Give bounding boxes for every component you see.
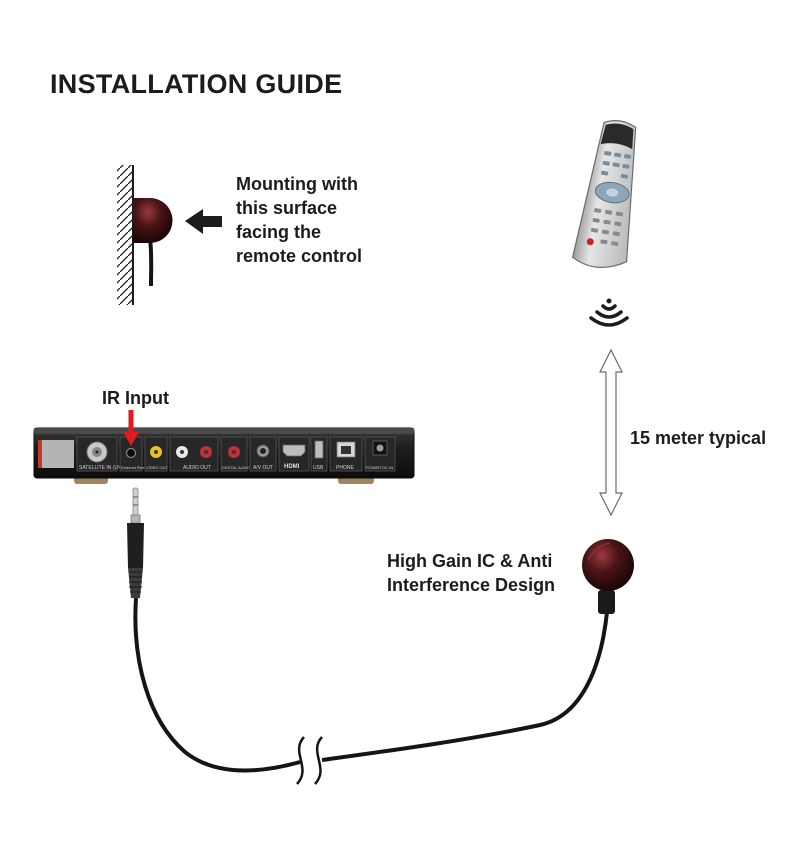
receiver-note-line-2: Interference Design (387, 575, 556, 595)
port-label-hdmi: HDMI (284, 464, 300, 470)
receiver-note: High Gain IC & Anti Interference Design (387, 549, 555, 597)
ir-input-label: IR Input (102, 388, 169, 408)
ir-cable-plug (127, 487, 144, 598)
mounted-sensor (133, 198, 173, 243)
distance-arrow-icon (599, 348, 623, 517)
port-label-audio: AUDIO OUT (183, 465, 211, 471)
hdmi-port (282, 444, 306, 457)
port-label-av: A/V OUT (253, 465, 273, 471)
port-label-ir: External Remote (121, 465, 152, 470)
port-label-power: POWER DC IN (366, 465, 393, 470)
ir-receiver (582, 539, 634, 591)
ir-input-port (125, 447, 137, 459)
ir-cable (133, 597, 301, 773)
ir-cable-right (321, 611, 609, 762)
port-label-satellite: SATELLITE IN (LNB IN) (79, 465, 133, 471)
mounting-arrow-icon (185, 209, 222, 234)
receiver-neck (598, 590, 615, 614)
receiver-note-line-1: High Gain IC & Anti (387, 551, 553, 571)
ir-input-arrow-icon (123, 410, 139, 446)
port-label-digital: DIGITAL AUDIO OUT (222, 465, 261, 470)
power-port (376, 444, 384, 452)
port-label-video: VIDEO OUT (146, 465, 169, 470)
mounting-note: Mounting with this surface facing the re… (236, 172, 362, 268)
remote-power-button (586, 238, 594, 246)
range-label: 15 meter typical (630, 428, 767, 448)
mounting-note-line-2: this surface (236, 198, 338, 218)
mounted-sensor-cable (148, 237, 154, 287)
wall-mount-illustration (117, 165, 222, 305)
device-sticker (38, 440, 74, 468)
cable-break-icon (296, 736, 323, 785)
port-label-phone: PHONE (336, 465, 354, 471)
remote-control-illustration (571, 120, 637, 268)
ir-receiver-illustration (582, 539, 634, 614)
port-label-usb: USB (313, 465, 324, 471)
wireless-signal-icon (589, 298, 629, 327)
mounting-note-line-4: remote control (236, 246, 363, 266)
page-title: INSTALLATION GUIDE (50, 69, 343, 99)
mounting-note-line-1: Mounting with (236, 174, 358, 194)
set-top-box-illustration: SATELLITE IN (LNB IN) External Remote VI… (33, 427, 415, 484)
mounting-note-line-3: facing the (236, 222, 322, 242)
wall-hatch (117, 165, 133, 305)
usb-port (314, 440, 324, 459)
